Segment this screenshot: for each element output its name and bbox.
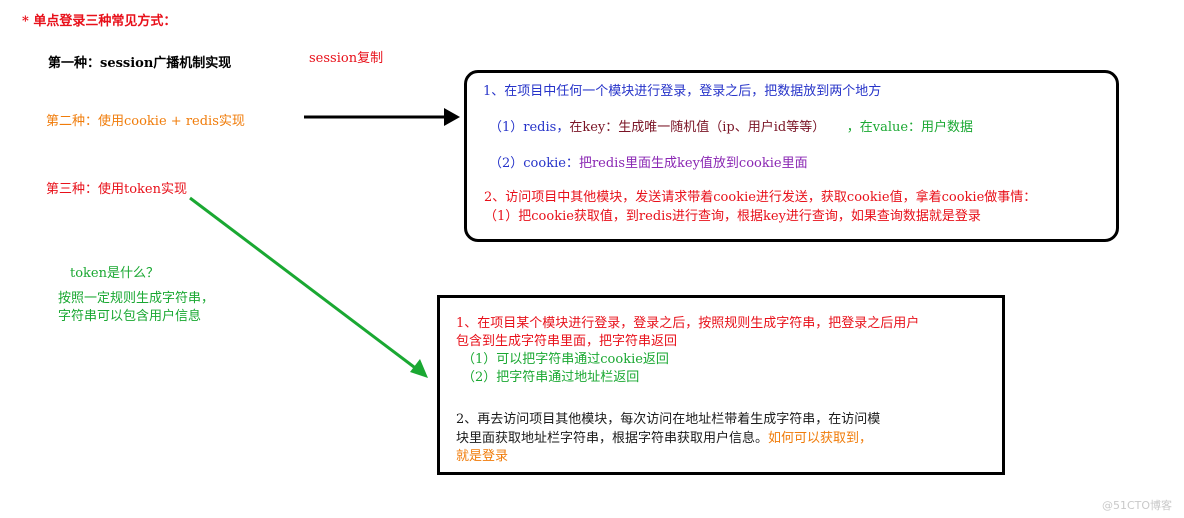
token-question-part1: 如何可以获取到，	[768, 431, 873, 446]
token-option1: （1）可以把字符串通过cookie返回	[462, 352, 669, 367]
page-title: * 单点登录三种常见方式：	[22, 14, 177, 29]
cookie-text: 把redis里面生成key值放到cookie里面	[578, 156, 808, 171]
cookie-prefix: （2）cookie：	[489, 156, 579, 171]
token-option2: （2）把字符串通过地址栏返回	[462, 370, 640, 385]
token-box	[437, 295, 1005, 475]
session-copy-label: session复制	[309, 51, 384, 66]
redis-value-text: ，在value：用户数据	[846, 120, 974, 135]
token-step1-line1: 1、在项目某个模块进行登录，登录之后，按照规则生成字符串，把登录之后用户	[456, 316, 920, 331]
redis-key-text: 在key：生成唯一随机值（ip、用户id等等）	[569, 120, 819, 135]
token-step1-line2: 包含到生成字符串里面，把字符串返回	[456, 334, 678, 349]
cookie-step2: 2、访问项目中其他模块，发送请求带着cookie进行发送，获取cookie值，拿…	[484, 190, 1037, 205]
method-third-label: 第三种：使用token实现	[46, 182, 187, 197]
redis-prefix: （1）redis，	[489, 120, 570, 135]
method-second-label: 第二种：使用cookie + redis实现	[46, 114, 245, 129]
cookie-line: （2）cookie：把redis里面生成key值放到cookie里面	[489, 152, 808, 171]
token-step2-line2: 块里面获取地址栏字符串，根据字符串获取用户信息。如何可以获取到，	[456, 427, 872, 446]
token-step2-text: 块里面获取地址栏字符串，根据字符串获取用户信息。	[456, 431, 769, 446]
redis-line: （1）redis，在key：生成唯一随机值（ip、用户id等等） ，在value：…	[489, 116, 973, 135]
token-definition-line2: 字符串可以包含用户信息	[58, 309, 202, 324]
token-definition-line1: 按照一定规则生成字符串，	[58, 291, 215, 306]
cookie-step2-detail: （1）把cookie获取值，到redis进行查询，根据key进行查询，如果查询数…	[484, 209, 981, 224]
token-question: token是什么？	[70, 266, 159, 281]
cookie-redis-box	[464, 70, 1119, 242]
cookie-step1: 1、在项目中任何一个模块进行登录，登录之后，把数据放到两个地方	[483, 84, 882, 99]
black-arrow	[304, 108, 460, 126]
token-step2-line1: 2、再去访问项目其他模块，每次访问在地址栏带着生成字符串，在访问模	[456, 412, 881, 427]
method-first-label: 第一种：session广播机制实现	[48, 56, 232, 71]
token-question-part2: 就是登录	[456, 449, 509, 464]
green-arrow	[189, 196, 428, 378]
watermark: @51CTO博客	[1102, 499, 1173, 512]
